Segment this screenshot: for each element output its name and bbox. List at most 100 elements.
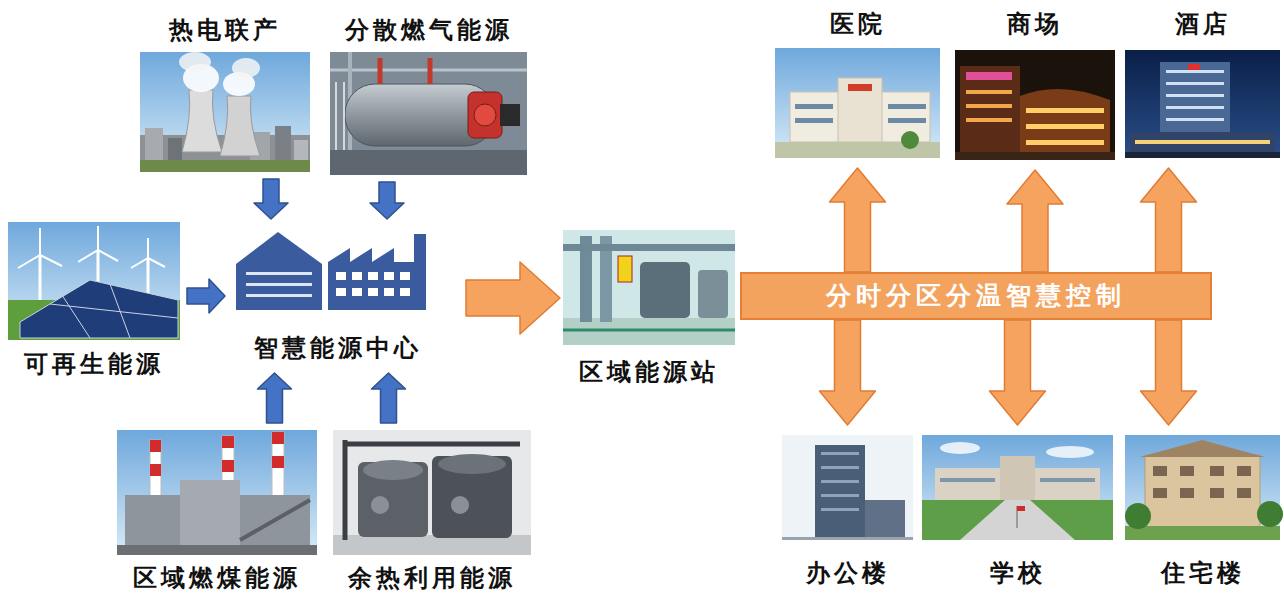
residential-photo xyxy=(1125,435,1283,540)
coal-plant-photo-part xyxy=(150,464,161,476)
office-photo xyxy=(782,435,913,540)
energy-center-icon-part xyxy=(246,283,312,286)
hospital-photo-part xyxy=(848,84,872,91)
energy-station-photo-part xyxy=(563,329,735,332)
school-photo-part xyxy=(940,478,995,482)
node-label: 区域燃煤能源 xyxy=(107,560,327,596)
energy-station-photo-part xyxy=(563,244,735,251)
hotel-photo-part xyxy=(1125,152,1280,158)
waste-heat-photo-part xyxy=(343,440,348,540)
renewable-photo-part xyxy=(131,258,148,268)
node-label: 学校 xyxy=(912,555,1123,591)
hotel-photo-part xyxy=(1130,132,1275,152)
mall-photo-part xyxy=(1026,124,1104,129)
flow-arrow xyxy=(1141,168,1197,272)
residential-photo-part xyxy=(1180,488,1194,498)
gas-boiler-photo-part xyxy=(330,52,527,175)
gas-boiler-photo-part xyxy=(335,82,337,150)
residential-photo-part xyxy=(1125,435,1280,540)
coal-plant-photo-part xyxy=(117,430,317,555)
mall-photo-part xyxy=(966,104,1012,108)
mall-photo-part xyxy=(1026,140,1104,145)
energy-station-photo-part xyxy=(640,262,690,318)
renewable-photo-part xyxy=(8,222,180,340)
mall-photo-part xyxy=(1026,108,1104,113)
mall-photo-part xyxy=(955,50,1115,160)
residential-photo-part xyxy=(1145,455,1260,530)
flow-arrow xyxy=(820,320,876,425)
office-photo-part xyxy=(782,435,913,540)
chp-photo-part xyxy=(179,52,211,72)
energy-center-icon xyxy=(236,232,426,310)
residential-photo-part xyxy=(1140,440,1265,457)
chp-photo-part xyxy=(220,96,260,156)
residential-photo-part xyxy=(1125,503,1151,529)
hotel-photo xyxy=(1125,50,1280,158)
renewable-photo-part xyxy=(110,284,130,338)
energy-node: 酒店 xyxy=(1125,6,1280,158)
school-photo-part xyxy=(922,435,1113,540)
coal-plant-photo-part xyxy=(150,440,161,452)
energy-center-icon-part xyxy=(384,288,394,296)
node-label: 商场 xyxy=(945,6,1125,42)
coal-plant-photo-part xyxy=(117,545,317,555)
energy-station-photo-part xyxy=(618,256,632,282)
renewable-photo-part xyxy=(78,250,98,262)
hospital-photo-part xyxy=(888,104,926,109)
renewable-photo-part xyxy=(20,280,178,338)
hospital-photo xyxy=(775,48,940,158)
node-label: 酒店 xyxy=(1115,6,1284,42)
coal-plant-photo-part xyxy=(272,432,284,444)
coal-plant-photo-part xyxy=(272,456,284,468)
energy-center-icon-part xyxy=(368,288,378,296)
energy-node: 商场 xyxy=(955,6,1115,160)
gas-boiler-photo-part xyxy=(330,150,527,175)
band-label: 分时分区分温智慧控制 xyxy=(826,281,1126,311)
energy-center-icon-part xyxy=(368,272,378,280)
coal-plant-photo xyxy=(117,430,317,555)
school-photo-part xyxy=(922,500,1113,540)
residential-photo-part xyxy=(1237,466,1251,476)
renewable-photo-part xyxy=(98,250,118,261)
hospital-photo-part xyxy=(795,118,833,123)
residential-photo-part xyxy=(1153,488,1167,498)
chp-photo-part xyxy=(140,52,310,172)
energy-center-icon-part xyxy=(246,294,312,297)
gas-boiler-photo xyxy=(330,52,527,175)
energy-center-icon-part xyxy=(352,288,362,296)
hotel-photo-part xyxy=(1166,94,1224,97)
node-label: 住宅楼 xyxy=(1115,555,1284,591)
residential-photo-part xyxy=(1237,488,1251,498)
renewable-photo-part xyxy=(97,226,99,250)
flow-arrow xyxy=(1007,170,1063,272)
office-photo-part xyxy=(821,480,859,483)
renewable-photo-part xyxy=(147,258,150,296)
waste-heat-photo xyxy=(333,430,531,555)
energy-node: 余热利用能源 xyxy=(333,430,531,596)
coal-plant-photo-part xyxy=(180,480,240,555)
mall-photo-part xyxy=(960,66,1020,152)
energy-node: 区域燃煤能源 xyxy=(117,430,317,596)
hotel-photo-part xyxy=(1166,82,1224,85)
node-label: 余热利用能源 xyxy=(323,560,541,596)
energy-center-icon-part xyxy=(400,288,410,296)
residential-photo-part xyxy=(1210,466,1224,476)
energy-node: 医院 xyxy=(775,6,940,158)
gas-boiler-photo-part xyxy=(428,58,433,84)
waste-heat-photo-part xyxy=(345,442,520,447)
waste-heat-photo-part xyxy=(451,496,469,514)
energy-node: 住宅楼 xyxy=(1125,435,1280,591)
gas-boiler-photo-part xyxy=(468,92,502,138)
energy-node: 可再生能源 xyxy=(8,222,180,382)
node-label: 智慧能源中心 xyxy=(222,330,454,366)
node-label: 分散燃气能源 xyxy=(320,12,537,48)
renewable-photo-part xyxy=(18,255,40,268)
office-photo-part xyxy=(821,452,859,455)
renewable-photo-part xyxy=(60,292,90,338)
residential-photo-part xyxy=(1180,466,1194,476)
node-label: 区域能源站 xyxy=(553,354,745,390)
gas-boiler-photo-part xyxy=(474,104,496,126)
hospital-photo-part xyxy=(888,118,926,123)
energy-node: 办公楼 xyxy=(782,435,913,591)
